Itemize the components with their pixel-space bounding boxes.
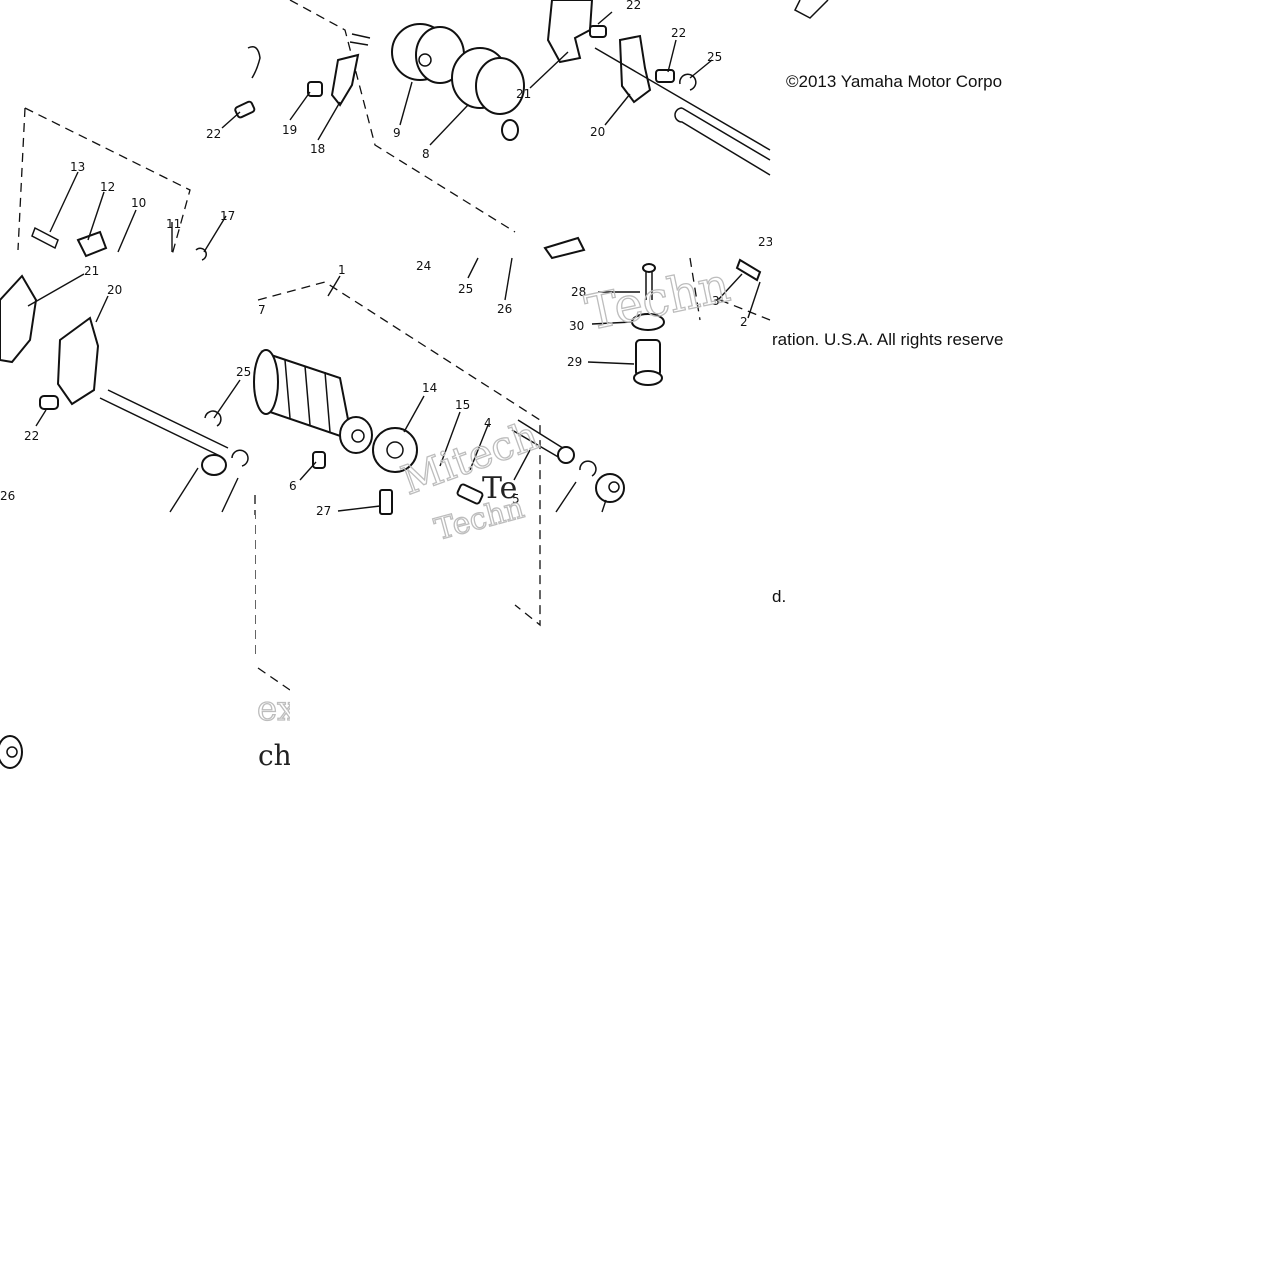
callout-7: 7 (258, 303, 266, 317)
circlip-part-bottom-c (579, 460, 597, 477)
callout-20-a: 20 (590, 125, 605, 139)
plate-part-12 (76, 230, 108, 258)
copyright-line-2: ration. U.S.A. All rights reserve (772, 330, 1004, 350)
callout-22-b: 22 (671, 26, 686, 40)
screw-part-28 (642, 263, 656, 300)
shaft-end (557, 446, 575, 464)
bolt-part-3 (735, 258, 762, 282)
collar-part-bottom (595, 473, 625, 503)
assembly-outline-right (689, 257, 771, 321)
callout-22-a: 22 (626, 0, 641, 12)
callout-9: 9 (393, 126, 401, 140)
watermark-f: ch (258, 739, 292, 772)
callout-29: 29 (567, 355, 582, 369)
callout-21-b: 21 (84, 264, 99, 278)
callout-30: 30 (569, 319, 584, 333)
callout-numbers-bottom: 21 20 22 1 7 25 6 14 15 4 5 27 26 (0, 263, 520, 518)
callout-27: 27 (316, 504, 331, 518)
callout-17: 17 (220, 209, 235, 223)
callout-26-a: 26 (497, 302, 512, 316)
callout-20-b: 20 (107, 283, 122, 297)
watermark-c: Te (482, 471, 517, 506)
callout-14: 14 (422, 381, 437, 395)
callout-18: 18 (310, 142, 325, 156)
callout-10: 10 (131, 196, 146, 210)
assembly-outline-bottom (257, 281, 541, 627)
callout-22-c: 22 (206, 127, 221, 141)
collar-part-bottom-left (0, 735, 23, 769)
callout-26-c: 26 (0, 489, 15, 503)
assembly-outline-top (24, 107, 191, 256)
bottom-panel: 21 20 22 1 7 25 6 14 15 4 5 27 26 (0, 263, 625, 769)
tile-masks (0, 100, 1285, 1285)
collar-part (501, 119, 519, 141)
pin-part-22-c (655, 69, 675, 83)
callout-11: 11 (166, 217, 181, 231)
assembly-outline-top-b (17, 107, 26, 251)
shift-fork-20-bottom (56, 316, 100, 406)
callout-1: 1 (338, 263, 346, 277)
shift-fork-20-top (618, 34, 652, 104)
circlip-part-25 (679, 73, 697, 91)
pin-part-6 (312, 451, 326, 469)
callout-5: 5 (512, 492, 520, 506)
callout-21-a: 21 (516, 87, 531, 101)
callout-22-d: 22 (24, 429, 39, 443)
circlip-part-bottom-b (231, 449, 249, 467)
circlip-part-25-bottom (204, 410, 222, 427)
callout-19: 19 (282, 123, 297, 137)
pin-part-22 (234, 100, 256, 119)
pin-part-22-b (589, 25, 607, 38)
callout-25-b: 25 (458, 282, 473, 296)
segment-part-14 (372, 427, 418, 473)
rod-part-a (349, 33, 371, 46)
callout-13: 13 (70, 160, 85, 174)
bolt-part-13 (31, 226, 59, 250)
assembly-outline-bottom-b (254, 495, 291, 691)
callout-3: 3 (712, 294, 720, 308)
callout-2: 2 (740, 315, 748, 329)
callout-8: 8 (422, 147, 430, 161)
callout-24: 24 (416, 259, 431, 273)
plug-part-29 (633, 339, 663, 386)
callout-6: 6 (289, 479, 297, 493)
clip-part (247, 46, 261, 79)
top-panel: 22 22 25 21 20 22 19 18 9 8 13 12 10 11 … (17, 0, 859, 386)
copyright-line-1: ©2013 Yamaha Motor Corpo (786, 72, 1003, 92)
fwd-arrow-icon (543, 236, 586, 260)
bolt-part-5 (456, 483, 484, 505)
drum-cam-part-9 (391, 23, 465, 84)
callout-23: 23 (758, 235, 773, 249)
callout-4: 4 (484, 416, 492, 430)
callout-12: 12 (100, 180, 115, 194)
copyright-line-3: d. (772, 587, 787, 607)
shift-drum-part-7 (253, 349, 373, 454)
leader-lines-bottom (27, 273, 607, 513)
fork-shaft-top (594, 47, 771, 176)
dowel-part-27 (379, 489, 393, 515)
callout-25-a: 25 (707, 50, 722, 64)
fork-shaft-bottom (99, 389, 229, 476)
shift-fork-21-bottom (0, 274, 38, 364)
partial-part-top-right (794, 0, 829, 19)
pin-part-22-bottom (39, 395, 59, 410)
bolt-part-19 (307, 81, 323, 97)
callout-28: 28 (571, 285, 586, 299)
shift-fork-21-top (546, 0, 594, 64)
callout-15: 15 (455, 398, 470, 412)
assembly-outline-top-c (289, 0, 516, 233)
drum-shaft-part-4 (511, 419, 567, 459)
callout-25-d: 25 (236, 365, 251, 379)
bearing-part-8 (451, 47, 525, 115)
shift-arm-part-18 (330, 53, 360, 107)
